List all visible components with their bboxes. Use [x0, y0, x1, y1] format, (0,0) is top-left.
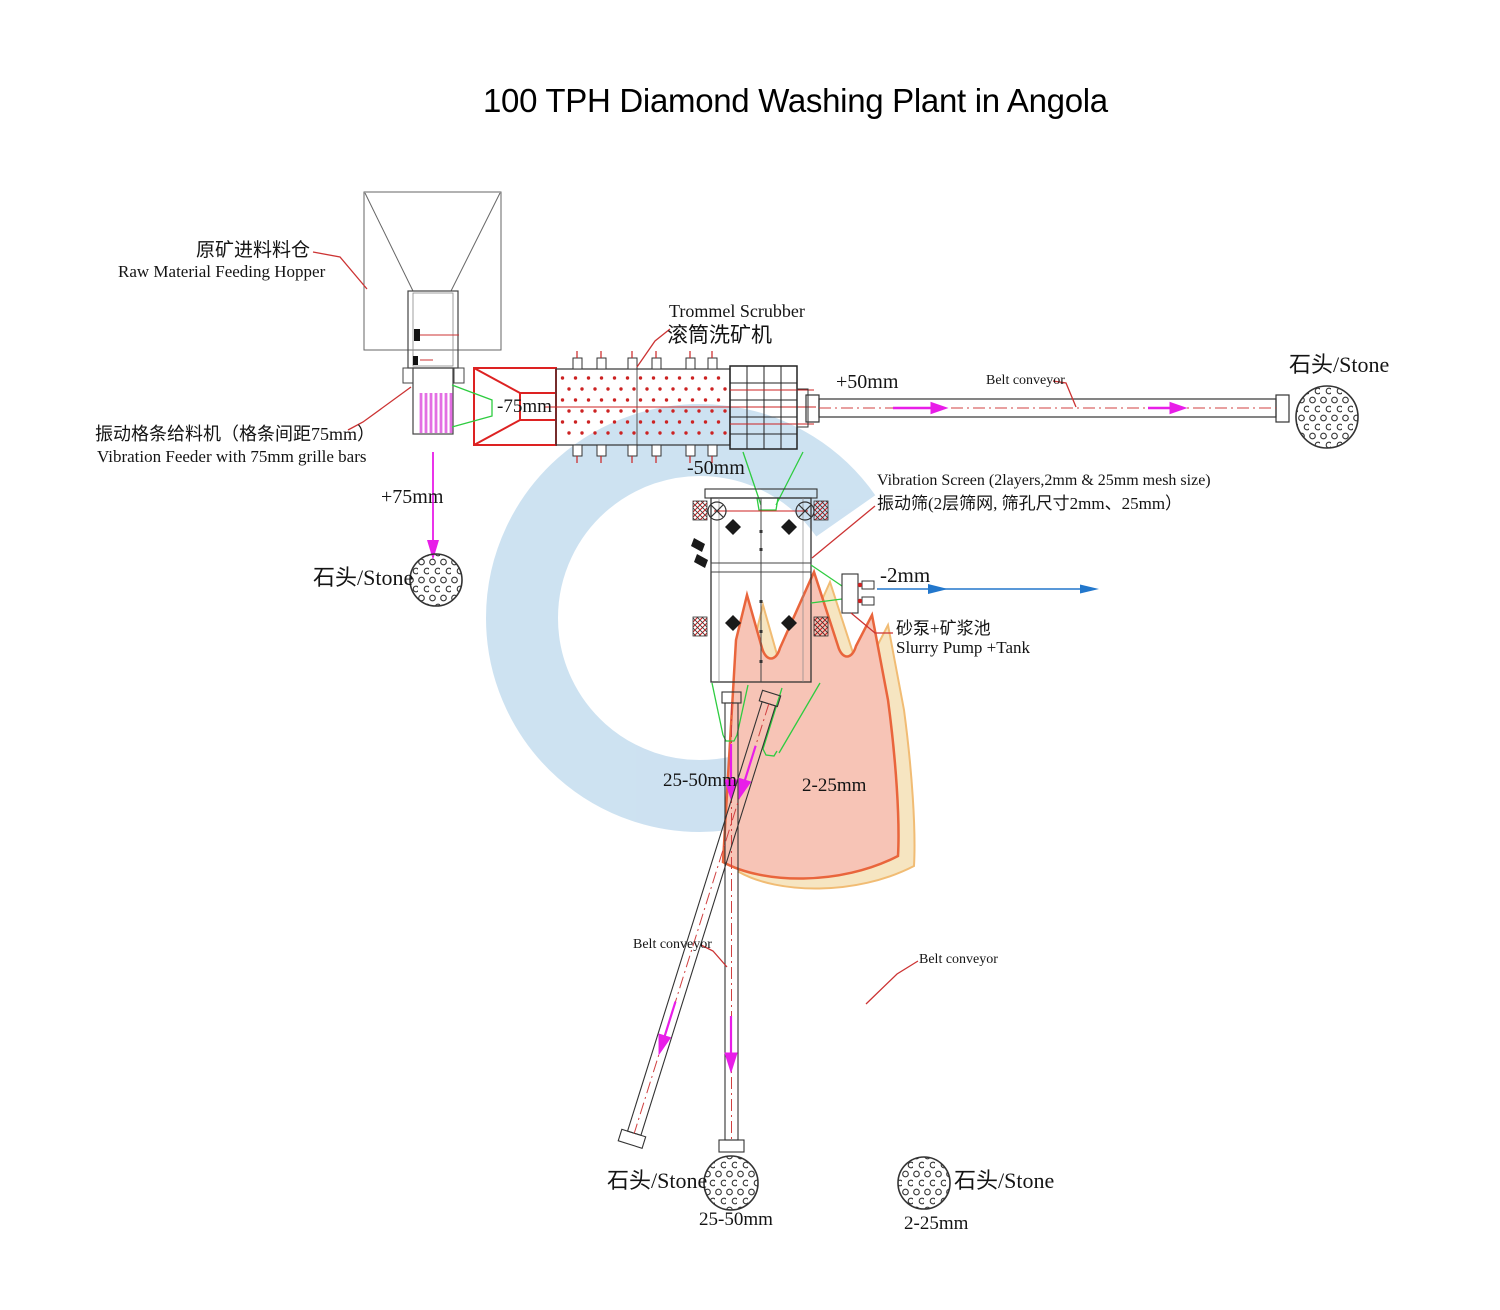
- stream-2-25-label: 2-25mm: [802, 775, 867, 796]
- stone-pile-bottom-left: [703, 1155, 759, 1211]
- stream-25-50-label: 25-50mm: [663, 770, 737, 791]
- stone-pile-bottom-right: [897, 1156, 951, 1210]
- trommel-scrubber-shape: [544, 351, 816, 463]
- belt-conveyor-top-shape: [805, 394, 1290, 423]
- vibration-screen-shape: [691, 488, 829, 683]
- screen-spring-mounts: [692, 500, 829, 637]
- stream-minus50-label: -50mm: [687, 457, 745, 479]
- page-title: 100 TPH Diamond Washing Plant in Angola: [483, 82, 1108, 119]
- feeder-chute-connector: [451, 384, 493, 428]
- slurry-outlet-shape: [810, 564, 1099, 614]
- trommel-label-en: Trommel Scrubber: [669, 301, 805, 321]
- belt-conveyor-right-label: Belt conveyor: [919, 952, 998, 967]
- slurry-label-en: Slurry Pump +Tank: [896, 638, 1031, 657]
- oversize-flow-arrow: [427, 452, 439, 560]
- watermark-crown-icon: [721, 568, 900, 880]
- screen-label-en: Vibration Screen (2layers,2mm & 25mm mes…: [877, 472, 1211, 489]
- trommel-riding-rings: [572, 357, 718, 457]
- stream-minus2-label: -2mm: [880, 563, 931, 587]
- stone-top-right-label: 石头/Stone: [1289, 352, 1390, 377]
- belt-conveyor-top-label: Belt conveyor: [986, 373, 1065, 388]
- flow-arrow-down: [724, 744, 738, 1074]
- belt-conveyor-vertical-shape: [718, 691, 745, 1153]
- feeder-label-cn: 振动格条给料机（格条间距75mm）: [95, 424, 376, 444]
- trommel-screen-chute: [742, 451, 804, 511]
- grille-bars-icon: [419, 393, 453, 433]
- feeding-hopper-shape: [363, 191, 502, 351]
- screen-deck-diamonds: [725, 519, 797, 631]
- belt-conveyor-inclined-shape: [617, 689, 782, 1149]
- size-bottom-left-label: 25-50mm: [699, 1209, 773, 1230]
- leader-lines: [312, 251, 1077, 1005]
- stone-pile-left: [409, 553, 463, 607]
- size-bottom-right-label: 2-25mm: [904, 1213, 969, 1234]
- stone-pile-top-right: [1295, 385, 1359, 449]
- trommel-screen-section: [729, 365, 814, 450]
- stream-minus75-label: -75mm: [497, 396, 552, 417]
- slurry-label-cn: 砂泵+矿浆池: [896, 619, 991, 638]
- stone-bottom-right-label: 石头/Stone: [954, 1168, 1055, 1193]
- screen-motor-bracket: [691, 538, 708, 568]
- feeder-label-en: Vibration Feeder with 75mm grille bars: [97, 447, 367, 466]
- stone-bottom-left-label: 石头/Stone: [607, 1168, 708, 1193]
- stone-left-label: 石头/Stone: [313, 565, 414, 590]
- stream-plus75-label: +75mm: [381, 486, 444, 508]
- screen-centerline-dots: [759, 530, 763, 663]
- hopper-label-cn: 原矿进料料仓: [196, 240, 311, 261]
- trommel-label-cn: 滚筒洗矿机: [667, 323, 772, 347]
- trommel-red-ticks: [576, 351, 713, 463]
- belt-conveyor-left-label: Belt conveyor: [633, 937, 712, 952]
- stream-plus50-label: +50mm: [836, 371, 899, 393]
- flow-arrow-down-inclined: [658, 745, 757, 1056]
- flow-arrow-right: [893, 401, 1188, 415]
- screen-label-cn: 振动筛(2层筛网, 筛孔尺寸2mm、25mm）: [877, 494, 1183, 513]
- slurry-pump-icon: [857, 580, 875, 606]
- hopper-label-en: Raw Material Feeding Hopper: [118, 262, 326, 281]
- vibration-feeder-shape: [402, 290, 465, 435]
- slurry-flow-arrow: [877, 584, 1099, 594]
- screen-discharge-chutes: [711, 682, 821, 757]
